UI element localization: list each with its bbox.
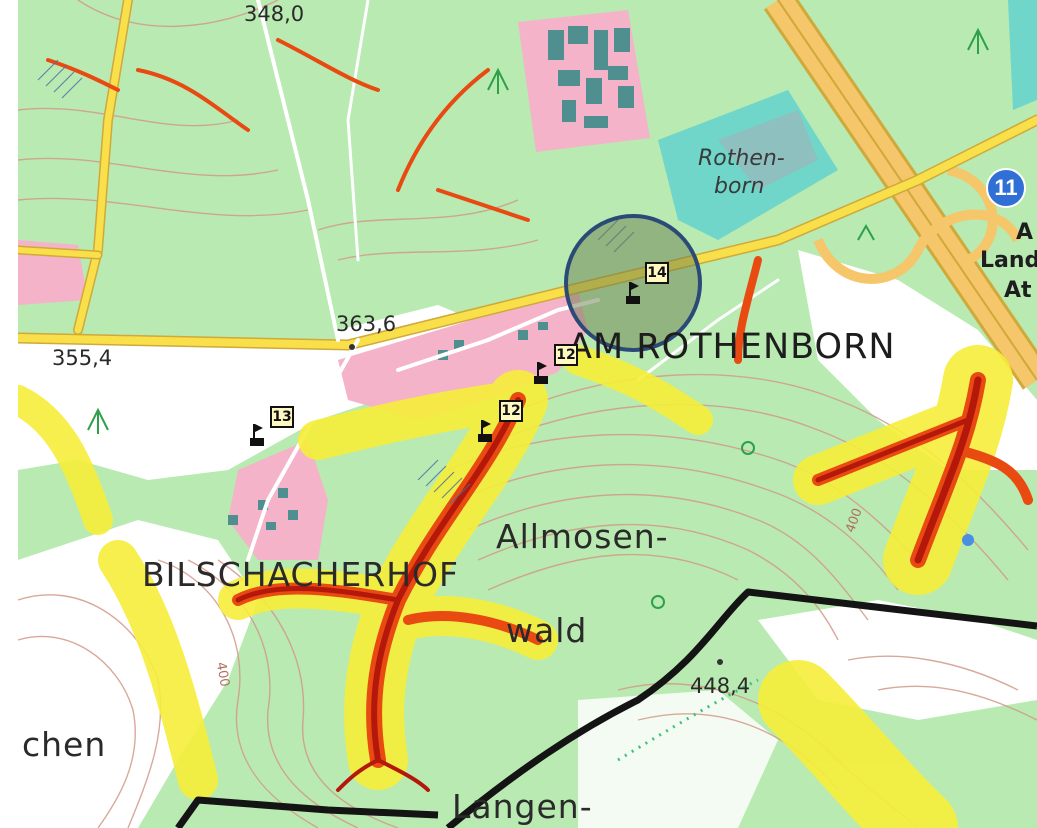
route-badge-icon: 11 — [986, 168, 1026, 208]
flow-high — [235, 376, 982, 792]
forest-symbols — [87, 27, 989, 609]
partial-label-land: Land — [980, 248, 1037, 273]
station-flag-icon — [478, 420, 492, 442]
place-label-allmosen: Allmosen- — [496, 517, 669, 556]
place-label-wald: wald — [506, 611, 588, 650]
station-flag-icon — [626, 282, 640, 304]
spot-height-dot-1 — [349, 344, 355, 350]
station-marker-12a[interactable]: 12 — [554, 344, 578, 366]
place-label-rothenborn-1: Rothen- — [698, 146, 785, 171]
station-marker-14[interactable]: 14 — [645, 262, 669, 284]
spot-height-label: 348,0 — [244, 2, 305, 26]
spot-height-dot-2 — [717, 659, 723, 665]
place-label-langen: Langen- — [452, 787, 593, 826]
partial-label-at: At — [1004, 278, 1032, 303]
topographic-map[interactable]: 348,0 363,6 355,4 448,4 Rothen- born AM … — [18, 0, 1037, 828]
contour-label: 400 — [212, 660, 232, 689]
industrial-area — [658, 0, 1037, 240]
water-point — [962, 534, 974, 546]
buildings — [228, 26, 634, 530]
trail — [617, 678, 759, 762]
station-marker-12b[interactable]: 12 — [499, 400, 523, 422]
place-label-bilschacherhof: BILSCHACHERHOF — [142, 555, 459, 594]
map-canvas — [18, 0, 1037, 828]
station-flag-icon — [250, 424, 264, 446]
station-marker-13[interactable]: 13 — [270, 406, 294, 428]
spot-height-label: 448,4 — [690, 674, 751, 698]
station-flag-icon — [534, 362, 548, 384]
spot-height-label: 363,6 — [336, 312, 397, 336]
spot-height-label: 355,4 — [52, 346, 113, 370]
place-label-chen: chen — [22, 725, 107, 764]
place-label-am-rothenborn: AM ROTHENBORN — [568, 327, 896, 367]
boundary-line — [175, 588, 1037, 828]
place-label-rothenborn-2: born — [714, 174, 765, 199]
partial-label-a: A — [1016, 220, 1034, 245]
